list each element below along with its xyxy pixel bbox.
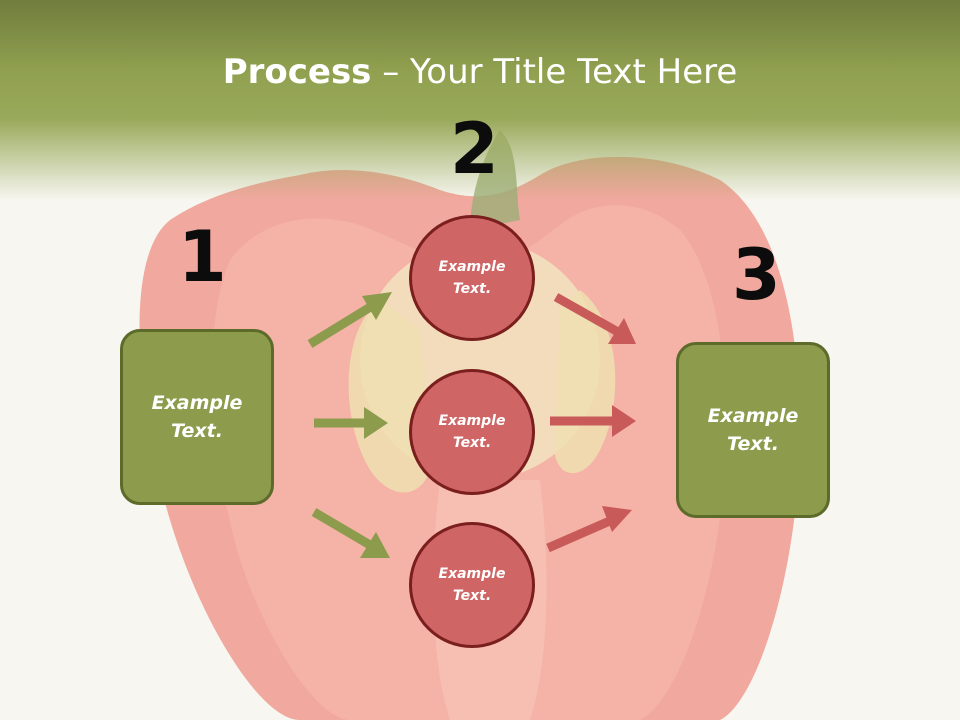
step-1-text: Example Text. [151, 391, 243, 443]
green-arrows [307, 292, 392, 558]
title-rest: – Your Title Text Here [371, 52, 738, 92]
step-number-2: 2 [450, 108, 499, 190]
arrow-from-middle-circle [550, 405, 636, 437]
step-number-3: 3 [732, 234, 781, 316]
step-2-circle-bottom-text: Example Text. [438, 565, 506, 604]
arrow-to-bottom-circle [311, 508, 390, 558]
arrow-from-top-circle [553, 293, 636, 344]
arrow-to-middle-circle [314, 407, 388, 439]
title-bold: Process [222, 52, 372, 92]
step-3-text: Example Text. [707, 404, 799, 456]
red-arrows [546, 293, 636, 553]
step-3-box: Example Text. [676, 342, 830, 518]
step-2-circle-top: Example Text. [409, 215, 535, 341]
step-2-circle-bottom: Example Text. [409, 522, 535, 648]
step-1-box: Example Text. [120, 329, 274, 505]
step-2-circle-middle-text: Example Text. [438, 412, 506, 451]
step-number-1: 1 [178, 216, 227, 298]
slide-title: Process – Your Title Text Here [0, 52, 960, 92]
step-2-circle-middle: Example Text. [409, 369, 535, 495]
arrow-to-top-circle [307, 292, 392, 348]
arrow-from-bottom-circle [546, 506, 632, 553]
title-band [0, 0, 960, 200]
step-2-circle-top-text: Example Text. [438, 258, 506, 297]
